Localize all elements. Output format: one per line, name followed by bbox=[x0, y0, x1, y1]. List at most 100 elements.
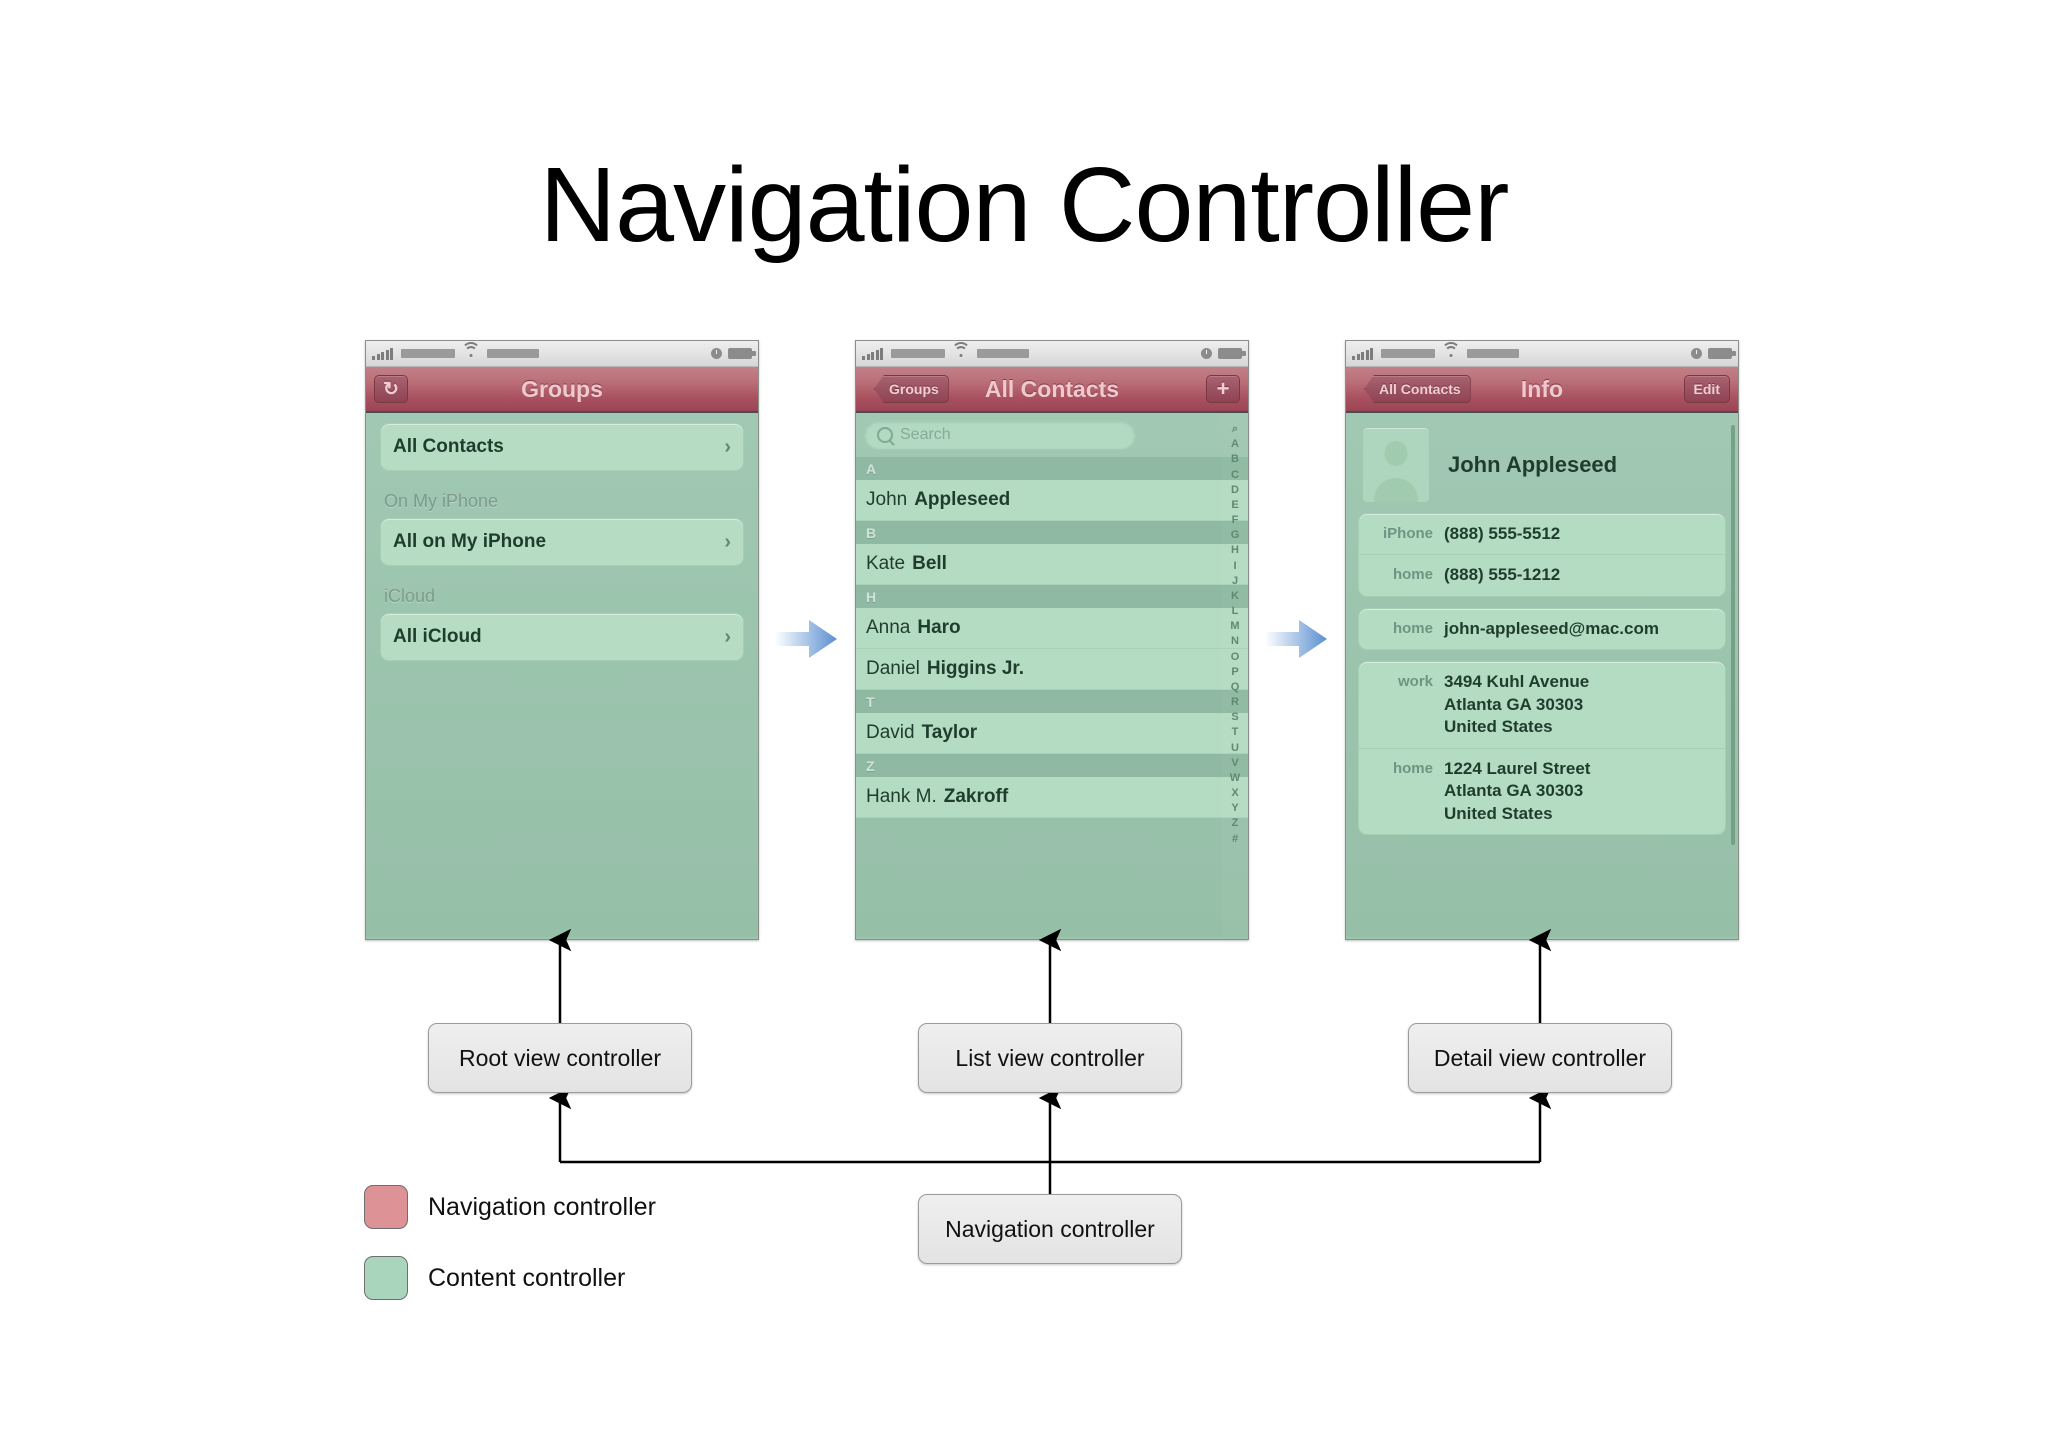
time-placeholder bbox=[977, 349, 1029, 358]
alpha-index-letter[interactable]: U bbox=[1231, 741, 1239, 754]
status-bar bbox=[1346, 341, 1738, 367]
section-header-z: Z bbox=[856, 754, 1248, 777]
alpha-index-letter[interactable]: T bbox=[1231, 726, 1239, 739]
battery-icon bbox=[1708, 348, 1736, 359]
detail-row-home-email[interactable]: home john-appleseed@mac.com bbox=[1359, 609, 1725, 649]
detail-row-value: (888) 555-5512 bbox=[1444, 524, 1561, 543]
detail-row-label: home bbox=[1392, 759, 1433, 777]
alpha-index-letter[interactable]: R bbox=[1231, 696, 1239, 709]
label-detail-view-controller: Detail view controller bbox=[1408, 1023, 1672, 1093]
alpha-index-letter[interactable]: C bbox=[1231, 468, 1239, 481]
contact-row-bell[interactable]: Kate Bell bbox=[856, 544, 1248, 585]
alpha-index-letter[interactable]: N bbox=[1231, 635, 1239, 648]
alpha-index-letter[interactable]: E bbox=[1231, 498, 1239, 511]
alpha-index-letter[interactable]: G bbox=[1230, 529, 1240, 542]
alpha-index-letter[interactable]: ⌕ bbox=[1231, 423, 1239, 435]
contact-first-name: John bbox=[866, 489, 908, 510]
alpha-index-letter[interactable]: K bbox=[1231, 589, 1239, 602]
contact-last-name: Bell bbox=[912, 553, 947, 574]
alpha-index-letter[interactable]: M bbox=[1230, 620, 1240, 633]
contact-first-name: Anna bbox=[866, 617, 911, 638]
group-cell-label: All on My iPhone bbox=[393, 531, 547, 552]
alpha-index-letter[interactable]: # bbox=[1231, 832, 1239, 845]
contact-last-name: Appleseed bbox=[914, 489, 1011, 510]
detail-row-label: iPhone bbox=[1382, 525, 1433, 542]
detail-row-home-address[interactable]: home 1224 Laurel Street Atlanta GA 30303… bbox=[1359, 747, 1725, 834]
detail-row-value: john-appleseed@mac.com bbox=[1444, 618, 1659, 638]
alpha-index-letter[interactable]: O bbox=[1230, 650, 1240, 663]
chevron-right-icon: › bbox=[724, 530, 731, 553]
alpha-index-letter[interactable]: X bbox=[1231, 787, 1239, 800]
alpha-index-letter[interactable]: B bbox=[1231, 453, 1239, 466]
battery-icon bbox=[728, 348, 756, 359]
search-input[interactable]: Search bbox=[864, 420, 1136, 450]
alpha-index-letter[interactable]: W bbox=[1229, 771, 1241, 784]
alpha-index-letter[interactable]: F bbox=[1231, 514, 1239, 527]
group-cell-all-on-my-iphone[interactable]: All on My iPhone › bbox=[380, 518, 744, 566]
refresh-button[interactable]: ↻ bbox=[374, 375, 408, 403]
alpha-index-letter[interactable]: Y bbox=[1231, 802, 1239, 815]
section-header-b: B bbox=[856, 521, 1248, 544]
alpha-index-letter[interactable]: D bbox=[1231, 483, 1239, 496]
navigation-bar-root: ↻ Groups bbox=[366, 367, 758, 413]
contact-row-higgins[interactable]: Daniel Higgins Jr. bbox=[856, 649, 1248, 690]
search-row: Search bbox=[856, 413, 1248, 457]
signal-bars-icon bbox=[372, 347, 393, 360]
clock-icon bbox=[1201, 348, 1212, 359]
alpha-index-letter[interactable]: V bbox=[1231, 756, 1239, 769]
detail-row-home-phone[interactable]: home (888) 555-1212 bbox=[1359, 554, 1725, 595]
legend-item-content-controller: Content controller bbox=[364, 1256, 656, 1300]
contact-first-name: Kate bbox=[866, 553, 906, 574]
contact-first-name: David bbox=[866, 722, 915, 743]
battery-icon bbox=[1218, 348, 1246, 359]
alpha-index-letter[interactable]: I bbox=[1233, 559, 1237, 572]
alpha-index-letter[interactable]: H bbox=[1231, 544, 1239, 557]
email-card: home john-appleseed@mac.com bbox=[1358, 607, 1726, 651]
status-bar bbox=[366, 341, 758, 367]
search-placeholder: Search bbox=[900, 426, 951, 443]
edit-button[interactable]: Edit bbox=[1683, 375, 1730, 403]
contact-row-haro[interactable]: Anna Haro bbox=[856, 608, 1248, 649]
detail-row-value: 1224 Laurel Street Atlanta GA 30303 Unit… bbox=[1444, 758, 1591, 823]
contact-row-appleseed[interactable]: John Appleseed bbox=[856, 480, 1248, 521]
legend-swatch-navigation bbox=[364, 1185, 408, 1229]
detail-row-label: home bbox=[1392, 566, 1433, 584]
detail-row-value: 3494 Kuhl Avenue Atlanta GA 30303 United… bbox=[1444, 672, 1590, 737]
group-cell-all-icloud[interactable]: All iCloud › bbox=[380, 613, 744, 661]
clock-icon bbox=[711, 348, 722, 359]
back-button-groups[interactable]: Groups bbox=[874, 375, 949, 403]
addresses-card: work 3494 Kuhl Avenue Atlanta GA 30303 U… bbox=[1358, 661, 1726, 835]
detail-content: John Appleseed iPhone (888) 555-5512 hom… bbox=[1346, 413, 1738, 937]
detail-row-label: home bbox=[1392, 619, 1433, 637]
alpha-index-letter[interactable]: J bbox=[1231, 574, 1239, 587]
time-placeholder bbox=[1467, 349, 1519, 358]
contact-row-taylor[interactable]: David Taylor bbox=[856, 713, 1248, 754]
alpha-index-letter[interactable]: P bbox=[1231, 665, 1239, 678]
detail-row-iphone[interactable]: iPhone (888) 555-5512 bbox=[1359, 514, 1725, 554]
add-contact-button[interactable]: + bbox=[1206, 375, 1240, 403]
detail-row-work-address[interactable]: work 3494 Kuhl Avenue Atlanta GA 30303 U… bbox=[1359, 662, 1725, 747]
back-button-all-contacts[interactable]: All Contacts bbox=[1364, 375, 1471, 403]
label-list-view-controller: List view controller bbox=[918, 1023, 1182, 1093]
phone-mockup-detail: All Contacts Info Edit John Appleseed iP… bbox=[1345, 340, 1739, 940]
contact-last-name: Higgins Jr. bbox=[926, 658, 1025, 679]
groups-list: All Contacts › On My iPhone All on My iP… bbox=[366, 413, 758, 661]
vertical-scrollbar[interactable] bbox=[1731, 425, 1735, 845]
contact-header: John Appleseed bbox=[1346, 413, 1738, 513]
chevron-right-icon: › bbox=[724, 435, 731, 458]
alpha-index-letter[interactable]: S bbox=[1231, 711, 1239, 724]
detail-row-value: (888) 555-1212 bbox=[1444, 565, 1561, 585]
phone-numbers-card: iPhone (888) 555-5512 home (888) 555-121… bbox=[1358, 513, 1726, 597]
contact-first-name: Hank M. bbox=[866, 786, 937, 807]
flow-arrow-root-to-list bbox=[775, 620, 837, 658]
alpha-index-letter[interactable]: L bbox=[1231, 605, 1239, 618]
alpha-index-letter[interactable]: A bbox=[1231, 438, 1239, 451]
contact-row-zakroff[interactable]: Hank M. Zakroff bbox=[856, 777, 1248, 818]
section-header-t: T bbox=[856, 690, 1248, 713]
alpha-index-letter[interactable]: Z bbox=[1231, 817, 1239, 830]
label-navigation-controller: Navigation controller bbox=[918, 1194, 1182, 1264]
alpha-index-letter[interactable]: Q bbox=[1230, 680, 1240, 693]
legend: Navigation controller Content controller bbox=[364, 1185, 656, 1327]
group-cell-all-contacts[interactable]: All Contacts › bbox=[380, 423, 744, 471]
